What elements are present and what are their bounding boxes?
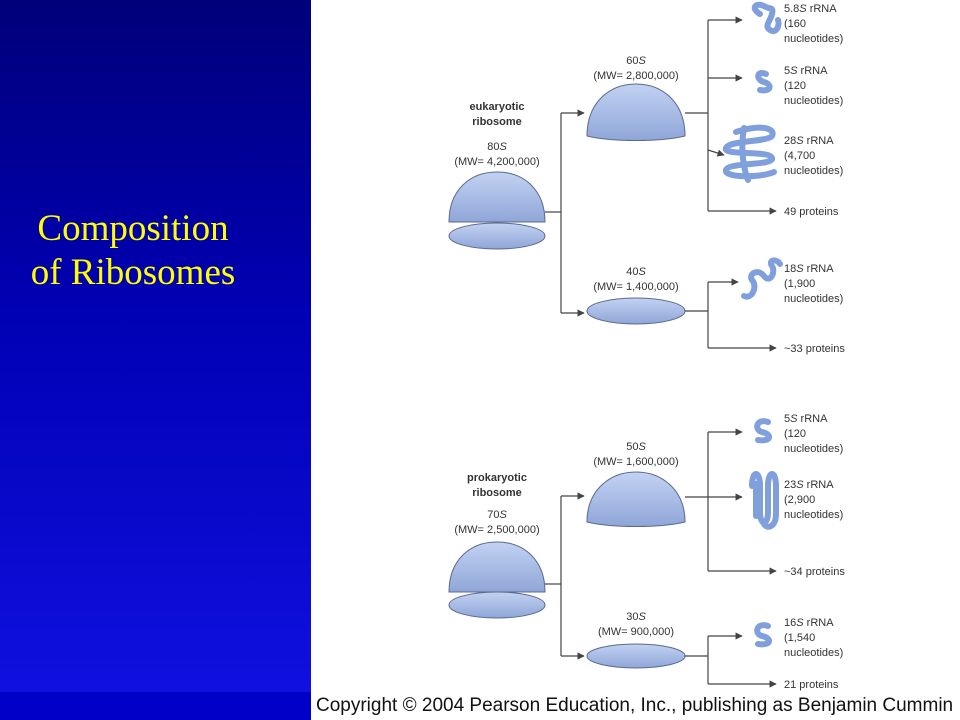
subunit-30s xyxy=(586,643,686,669)
eukaryotic-mw: (MW= 4,200,000) xyxy=(454,156,539,168)
subunit-30s-mw: (MW= 900,000) xyxy=(598,626,674,638)
subunit-50s-branch-lines xyxy=(685,428,777,575)
rrna-5s-prok-icon xyxy=(754,418,772,444)
proteins-49-label: 49 proteins xyxy=(784,206,839,218)
eukaryotic-branch-lines xyxy=(545,109,585,317)
prokaryotic-branch-lines xyxy=(545,492,585,660)
prokaryotic-svalue: 70S xyxy=(487,509,507,521)
ribosome-80s-large-subunit xyxy=(448,171,546,223)
eukaryotic-group: eukaryotic ribosome 80S (MW= 4,200,000) … xyxy=(448,1,845,355)
proteins-21-label: 21 proteins xyxy=(784,679,839,691)
subunit-40s-mw: (MW= 1,400,000) xyxy=(593,281,678,293)
rrna-5-8s-icon xyxy=(751,1,782,34)
title-panel: Composition of Ribosomes xyxy=(0,0,311,692)
slide-title-line-1: Composition xyxy=(37,208,229,249)
subunit-60s-svalue: 60S xyxy=(626,55,646,67)
subunit-40s xyxy=(586,297,686,325)
rrna-28s-icon xyxy=(722,124,777,183)
ribosome-70s-small-subunit xyxy=(448,591,546,619)
subunit-50s xyxy=(586,471,686,527)
subunit-30s-svalue: 30S xyxy=(626,611,646,623)
subunit-60s xyxy=(586,83,686,141)
rrna-5s-euk-icon xyxy=(755,70,773,94)
subunit-40s-branch-lines xyxy=(685,278,777,352)
prokaryotic-mw: (MW= 2,500,000) xyxy=(454,524,539,536)
ribosome-70s-large-subunit xyxy=(448,541,546,593)
subunit-60s-branch-lines xyxy=(685,16,777,215)
bottom-strip xyxy=(0,692,311,720)
ribosome-diagram: eukaryotic ribosome 80S (MW= 4,200,000) … xyxy=(448,1,845,691)
slide-title: Composition of Ribosomes xyxy=(0,207,266,295)
rrna-18s-icon xyxy=(741,257,783,300)
ribosome-80s-small-subunit xyxy=(448,222,546,250)
subunit-50s-mw: (MW= 1,600,000) xyxy=(593,456,678,468)
copyright-notice: Copyright © 2004 Pearson Education, Inc.… xyxy=(316,695,954,716)
subunit-60s-mw: (MW= 2,800,000) xyxy=(593,70,678,82)
prokaryotic-group: prokaryotic ribosome 70S (MW= 2,500,000)… xyxy=(448,413,845,691)
eukaryotic-label-2: ribosome xyxy=(472,116,522,128)
eukaryotic-label-1: eukaryotic xyxy=(469,101,524,113)
prokaryotic-label-1: prokaryotic xyxy=(467,472,527,484)
rrna-23s-icon xyxy=(749,471,779,530)
proteins-34-label: ~34 proteins xyxy=(784,566,845,578)
subunit-30s-branch-lines xyxy=(685,632,777,688)
proteins-33-label: ~33 proteins xyxy=(784,343,845,355)
eukaryotic-svalue: 80S xyxy=(487,141,507,153)
rrna-16s-icon xyxy=(754,622,772,648)
subunit-50s-svalue: 50S xyxy=(626,441,646,453)
prokaryotic-label-2: ribosome xyxy=(472,487,522,499)
subunit-40s-svalue: 40S xyxy=(626,266,646,278)
slide-title-line-2: of Ribosomes xyxy=(30,252,236,293)
